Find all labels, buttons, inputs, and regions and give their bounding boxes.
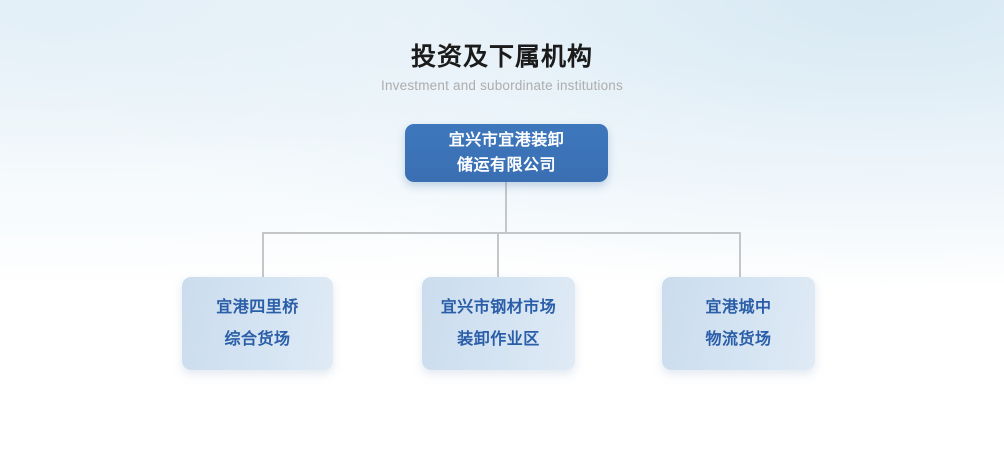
page-heading: 投资及下属机构 Investment and subordinate insti… — [0, 42, 1004, 94]
page-subtitle: Investment and subordinate institutions — [381, 78, 623, 93]
org-node-root[interactable]: 宜兴市宜港装卸 储运有限公司 — [405, 124, 608, 182]
org-node-root-line-1: 宜兴市宜港装卸 — [448, 132, 565, 149]
org-node-root-line-2: 储运有限公司 — [456, 157, 556, 174]
connector-drop-child-2 — [497, 232, 499, 278]
connector-horizontal-bus — [262, 232, 741, 234]
org-node-child-2-line-1: 宜兴市钢材市场 — [440, 298, 557, 316]
org-node-child-3-line-1: 宜港城中 — [705, 298, 772, 316]
org-node-child-3[interactable]: 宜港城中 物流货场 — [662, 277, 815, 370]
org-node-child-2[interactable]: 宜兴市钢材市场 装卸作业区 — [422, 277, 575, 370]
org-node-child-3-line-2: 物流货场 — [705, 330, 772, 348]
org-node-child-1[interactable]: 宜港四里桥 综合货场 — [182, 277, 333, 370]
connector-drop-child-3 — [739, 232, 741, 278]
connector-root-stem — [505, 181, 507, 233]
org-node-child-1-line-1: 宜港四里桥 — [216, 298, 299, 316]
connector-drop-child-1 — [262, 232, 264, 278]
org-node-child-1-line-2: 综合货场 — [224, 330, 291, 348]
org-node-child-2-line-2: 装卸作业区 — [457, 330, 540, 348]
page-title: 投资及下属机构 — [410, 43, 593, 71]
